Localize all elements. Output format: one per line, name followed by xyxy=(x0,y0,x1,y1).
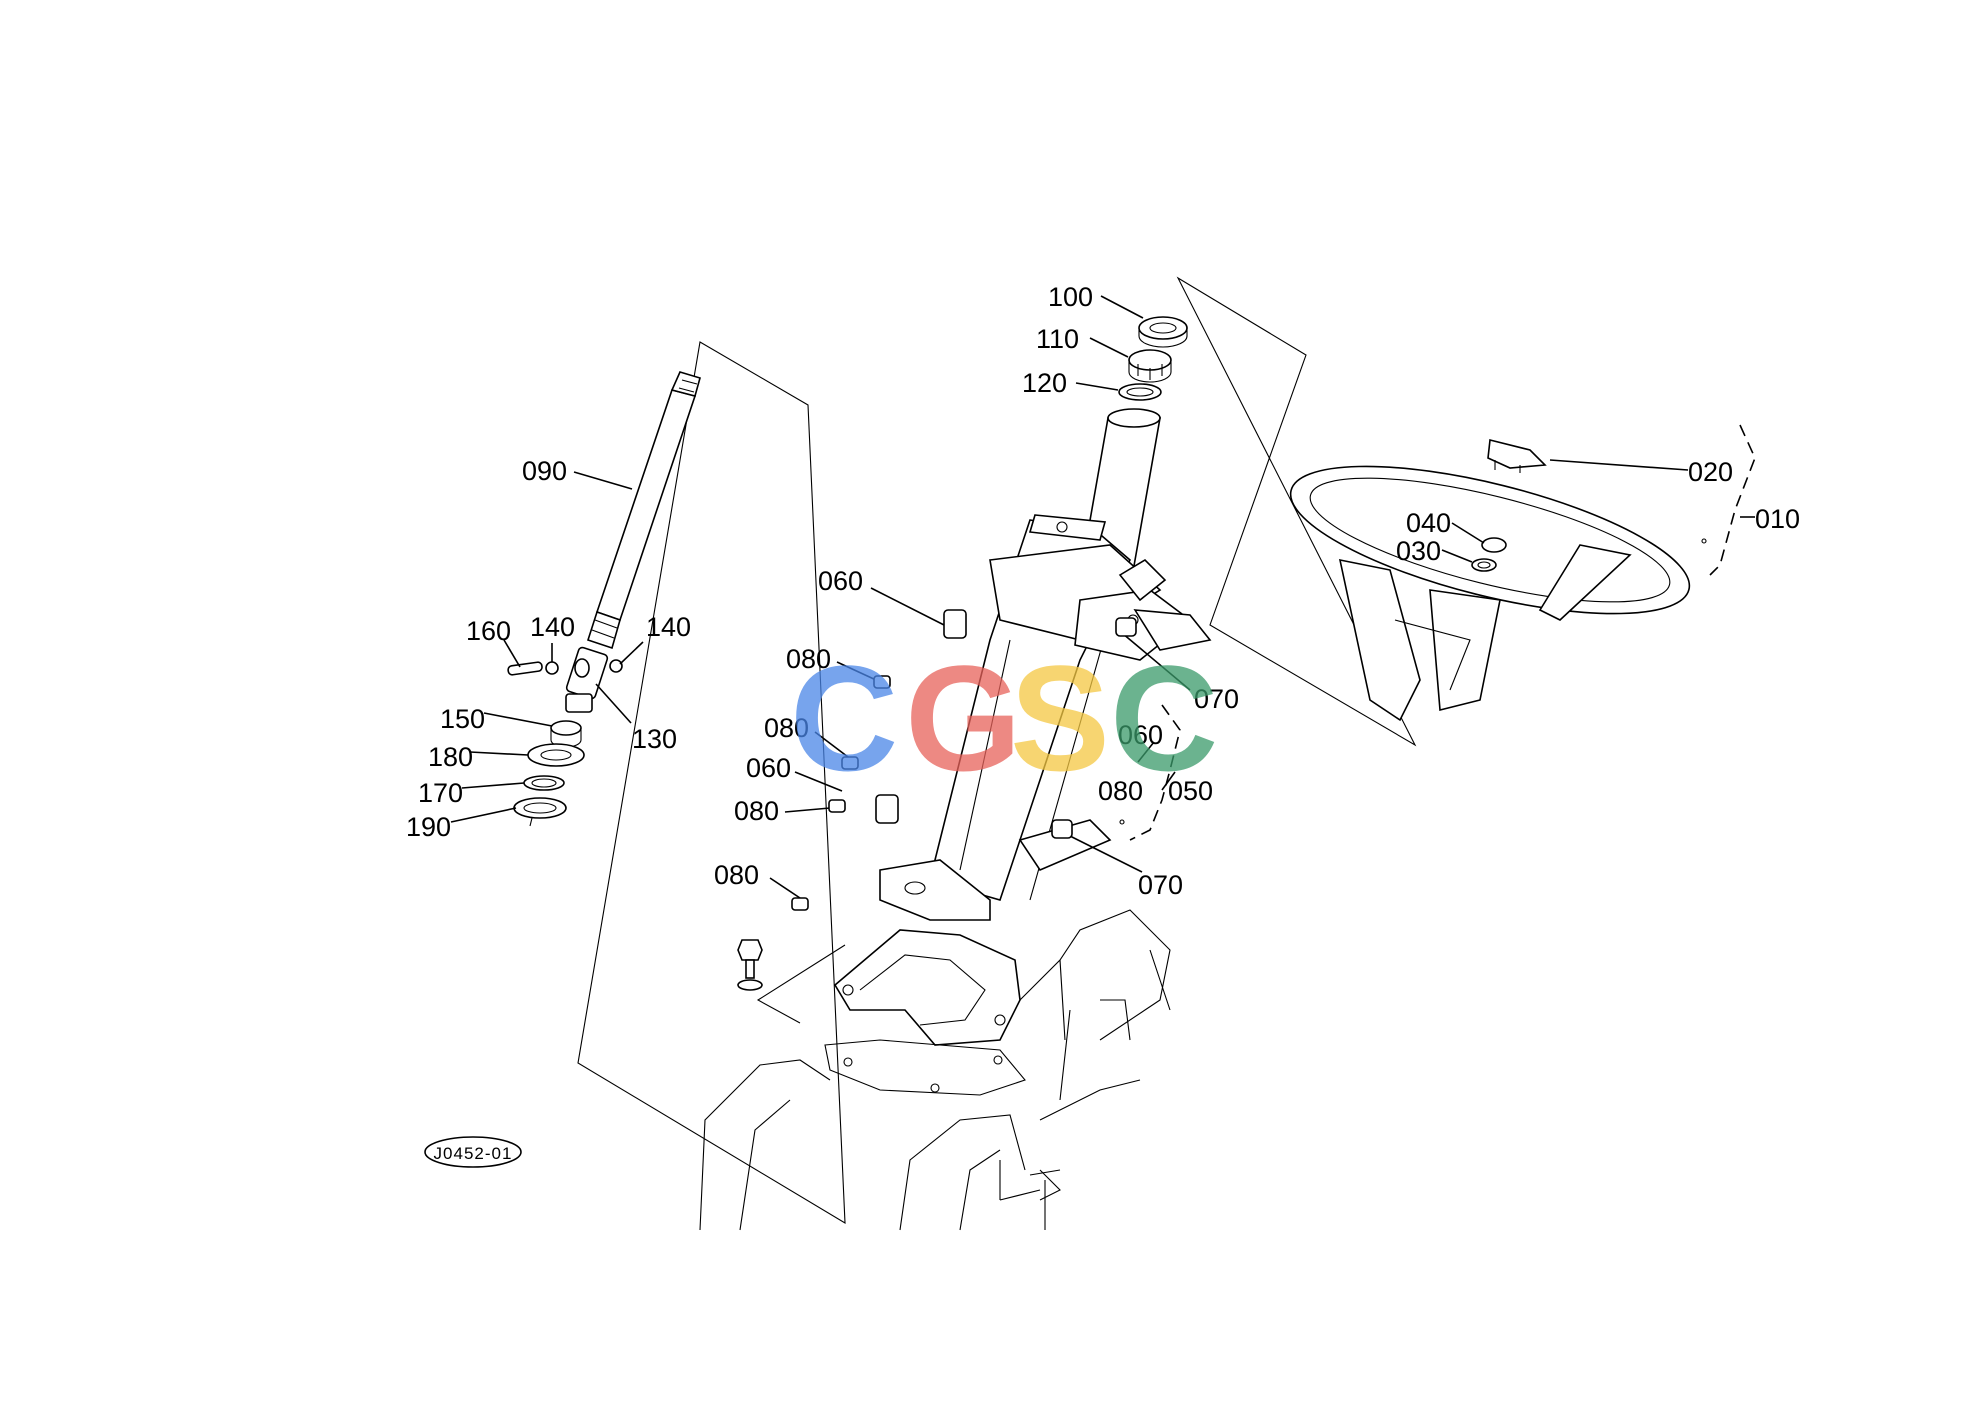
label-070-bottom: 070 xyxy=(1138,870,1183,900)
label-140-left: 140 xyxy=(530,612,575,642)
label-010: 010 xyxy=(1755,504,1800,534)
watermark-letter-2: G xyxy=(905,634,1022,802)
washer-030 xyxy=(1471,558,1497,572)
transmission-case xyxy=(699,909,1171,1231)
bushing-060-middle xyxy=(875,794,899,824)
bushing-070-bottom xyxy=(1051,819,1073,839)
watermark-letter-4: C xyxy=(1110,634,1218,802)
label-090: 090 xyxy=(522,456,567,486)
watermark-letter-1: C xyxy=(790,634,898,802)
grease-nipple-140-right xyxy=(609,659,623,673)
label-150: 150 xyxy=(440,704,485,734)
label-190: 190 xyxy=(406,812,451,842)
label-030: 030 xyxy=(1396,536,1441,566)
universal-joint xyxy=(565,646,609,713)
seal-190 xyxy=(513,797,567,827)
label-060-right: 060 xyxy=(1118,720,1163,750)
label-080-e: 080 xyxy=(1098,776,1143,806)
watermark-logo: C G S C xyxy=(790,634,1218,802)
leader-lines xyxy=(450,295,1755,899)
label-080-d: 080 xyxy=(714,860,759,890)
label-130: 130 xyxy=(632,724,677,754)
pad-080-c xyxy=(828,799,846,813)
grease-nipple-140-left xyxy=(545,661,559,675)
drawing-code: J0452-01 xyxy=(434,1144,513,1163)
collar-150 xyxy=(550,720,582,748)
pad-080-a xyxy=(873,675,891,689)
label-100: 100 xyxy=(1048,282,1093,312)
steering-wheel xyxy=(1289,465,1691,722)
label-120: 120 xyxy=(1022,368,1067,398)
steering-column-housing xyxy=(879,408,1212,921)
label-110: 110 xyxy=(1036,324,1079,354)
circlip-170 xyxy=(523,775,565,791)
pin-160 xyxy=(507,661,543,676)
label-040: 040 xyxy=(1406,508,1451,538)
label-160: 160 xyxy=(466,616,511,646)
label-050: 050 xyxy=(1168,776,1213,806)
label-080-c: 080 xyxy=(734,796,779,826)
pad-080-d xyxy=(791,897,809,911)
label-070-top: 070 xyxy=(1194,684,1239,714)
column-group-frame xyxy=(1176,276,1417,747)
label-080-a: 080 xyxy=(786,644,831,674)
nut-040 xyxy=(1481,537,1507,553)
watermark-letter-3: S xyxy=(1010,634,1110,802)
group-bracket-010 xyxy=(1709,424,1756,576)
center-cap-020 xyxy=(1487,439,1547,473)
bushing-060-top xyxy=(943,609,967,639)
nut-110 xyxy=(1128,349,1172,383)
pad-080-b xyxy=(841,756,859,770)
shaft-group-frame xyxy=(577,341,846,1224)
bushing-070-top xyxy=(1115,617,1137,637)
label-060-top: 060 xyxy=(818,566,863,596)
label-140-right: 140 xyxy=(646,612,691,642)
mounting-bracket xyxy=(824,929,1026,1096)
mounting-bolt xyxy=(737,939,763,991)
label-020: 020 xyxy=(1688,457,1733,487)
washer-120 xyxy=(1118,383,1162,401)
label-170: 170 xyxy=(418,778,463,808)
label-060-middle: 060 xyxy=(746,753,791,783)
bearing-180 xyxy=(527,743,585,767)
label-180: 180 xyxy=(428,742,473,772)
steering-shaft xyxy=(586,371,701,650)
label-080-b: 080 xyxy=(764,713,809,743)
bearing-100 xyxy=(1138,316,1188,348)
drawing-code-badge: J0452-01 xyxy=(424,1136,522,1168)
